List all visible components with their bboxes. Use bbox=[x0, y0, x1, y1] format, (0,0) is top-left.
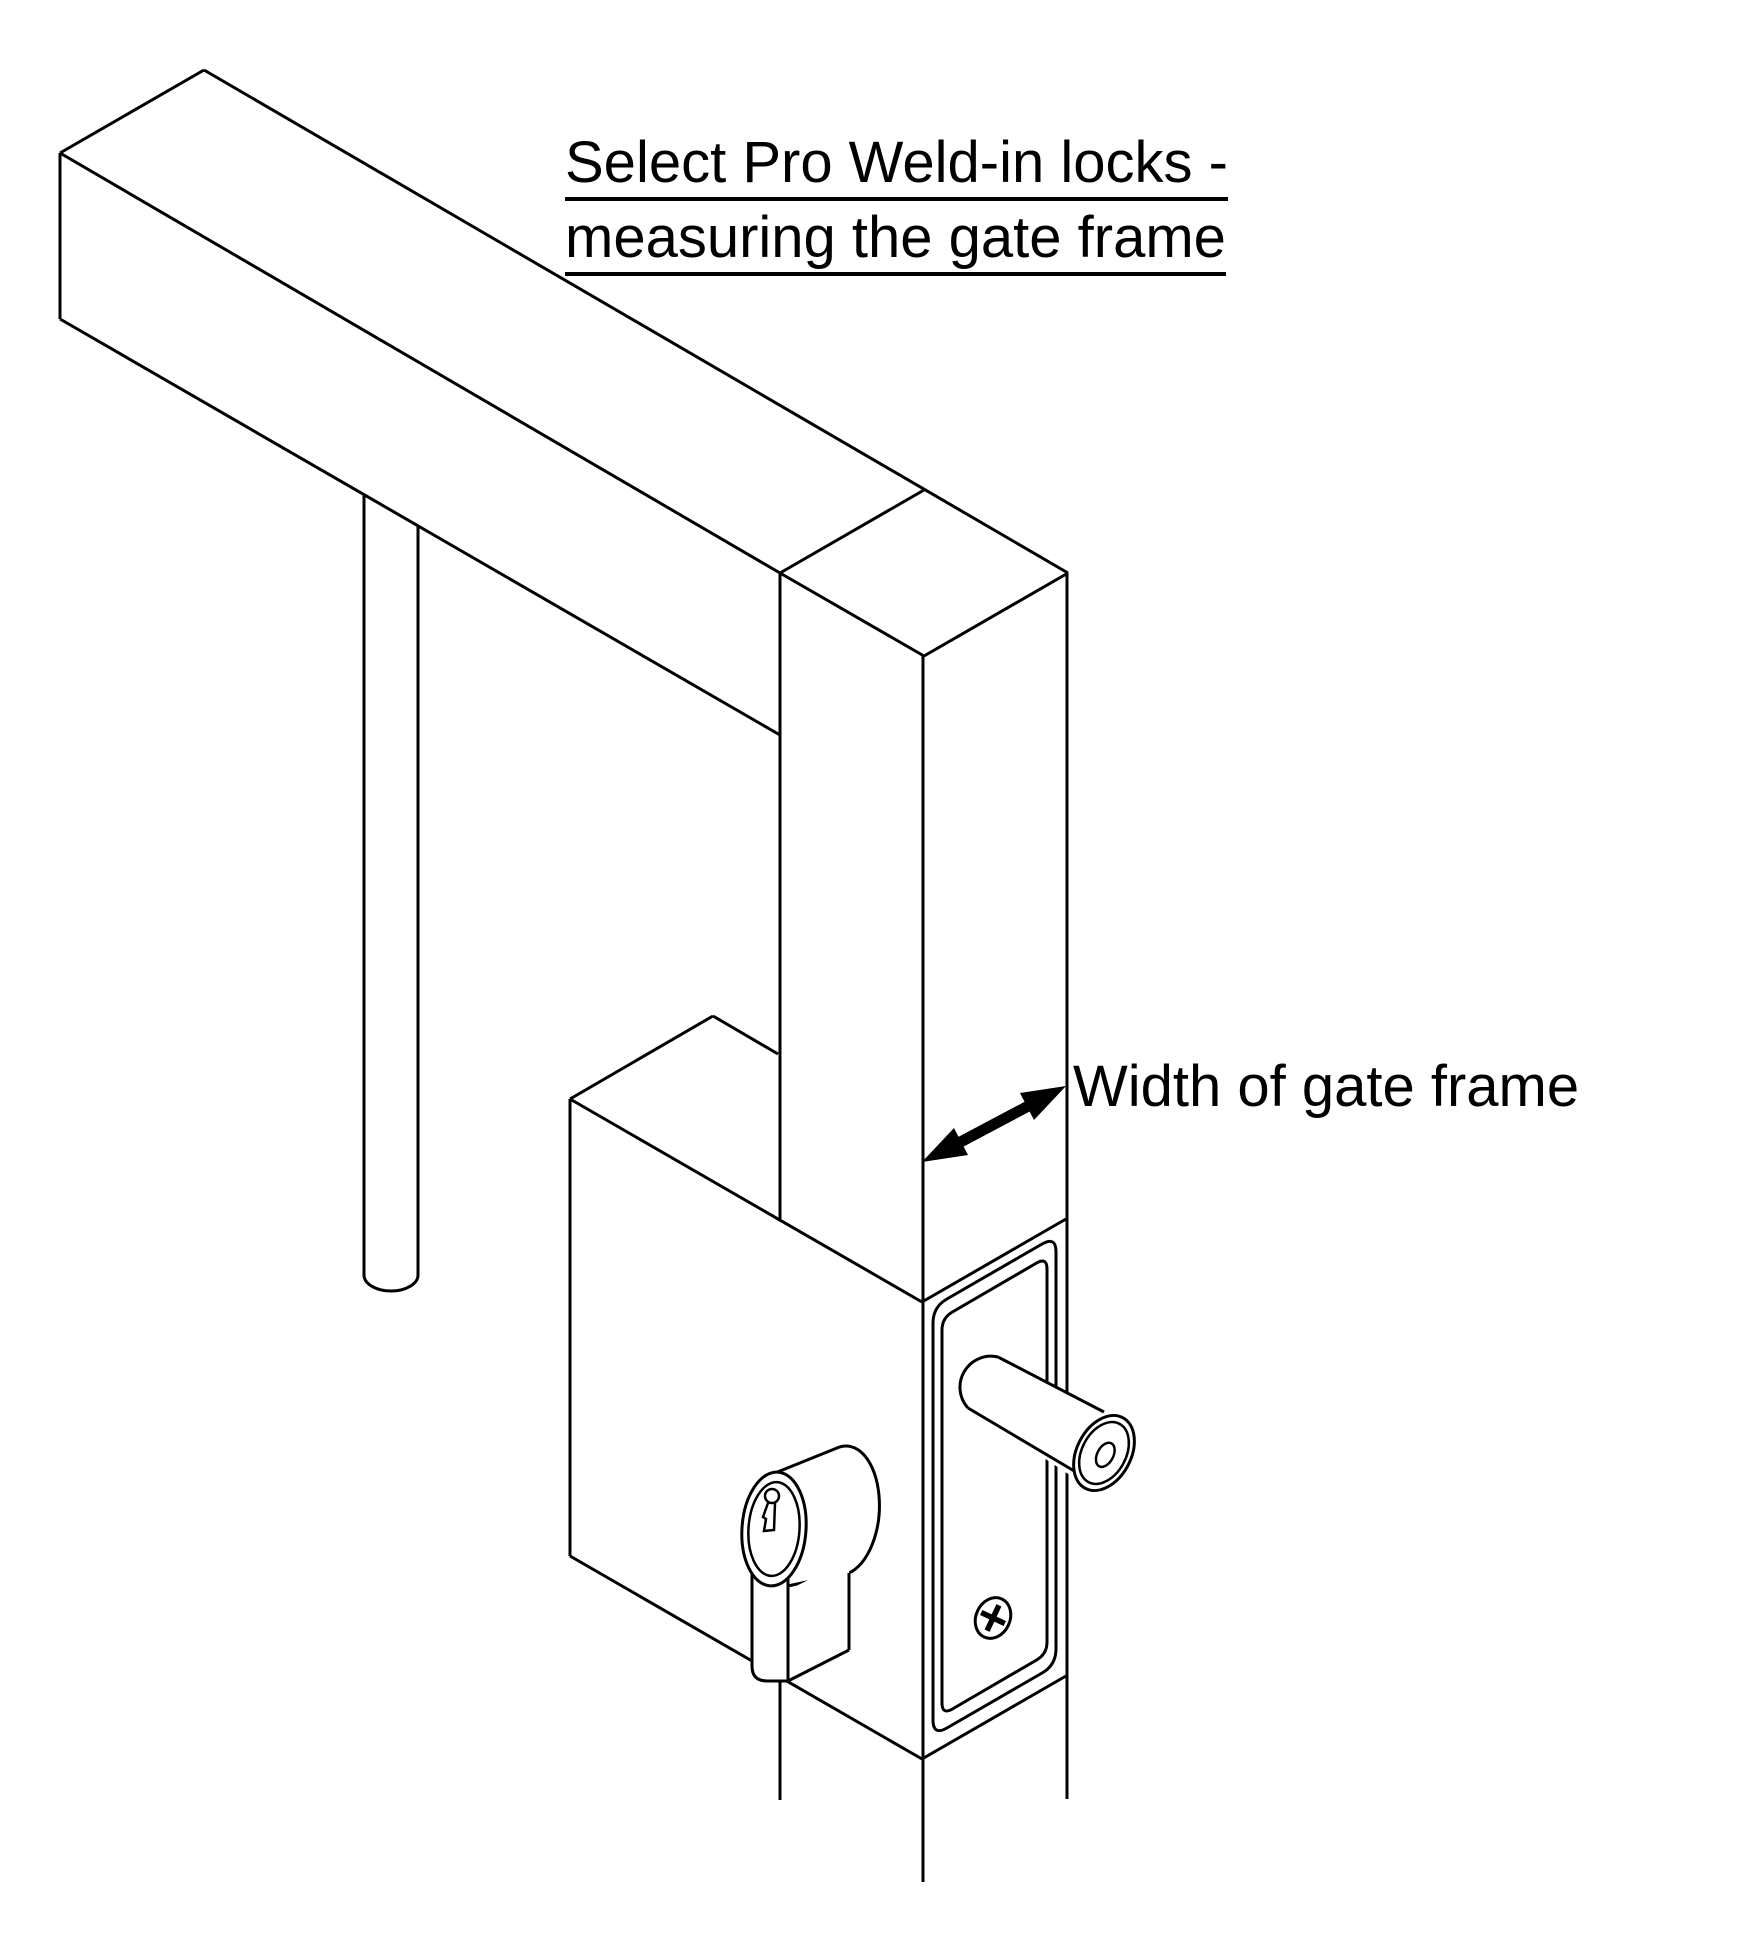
arrowhead-left bbox=[922, 1128, 968, 1162]
spindle-cap-inner bbox=[1077, 1420, 1131, 1486]
faceplate bbox=[931, 1239, 1058, 1733]
title-line-1: Select Pro Weld-in locks - bbox=[565, 132, 1228, 201]
width-of-gate-frame-label: Width of gate frame bbox=[1073, 1054, 1580, 1119]
euro-cylinder bbox=[740, 1444, 881, 1683]
faceplate-outer-outline bbox=[931, 1239, 1058, 1733]
drawing-title: Select Pro Weld-in locks - measuring the… bbox=[565, 132, 1228, 282]
cylinder-flange-side bbox=[788, 1560, 849, 1681]
phillips-cross-icon bbox=[980, 1604, 1006, 1632]
width-measure-arrow bbox=[922, 1086, 1066, 1162]
vertical-stile-tube bbox=[778, 488, 1069, 1882]
weld-in-lock-box bbox=[568, 1014, 1067, 1761]
round-infill-bar bbox=[362, 494, 420, 1293]
arrowhead-right bbox=[1020, 1086, 1066, 1120]
fixing-screw bbox=[973, 1596, 1013, 1640]
title-line-2: measuring the gate frame bbox=[565, 207, 1226, 276]
top-rail-tube bbox=[58, 68, 1069, 737]
cylinder-flange-front bbox=[752, 1560, 788, 1681]
spindle-hole bbox=[1094, 1441, 1116, 1469]
faceplate-inner-outline bbox=[940, 1259, 1049, 1713]
cylinder-ring-inner bbox=[747, 1480, 801, 1578]
handle-spindle bbox=[958, 1354, 1136, 1493]
keyhole-icon bbox=[761, 1487, 781, 1533]
